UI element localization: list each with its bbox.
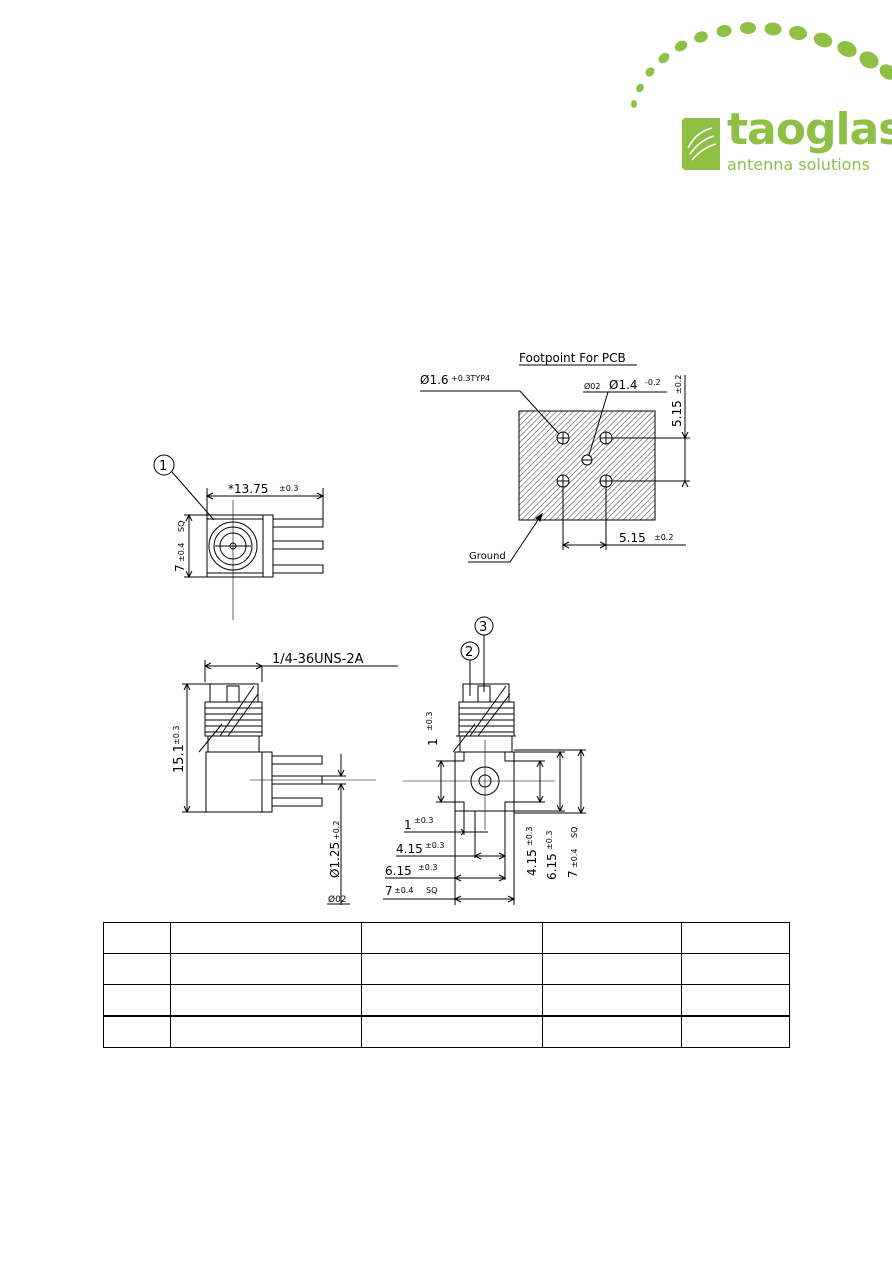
top-view: 1 *13.75 ±0.3 bbox=[153, 454, 325, 620]
front-view-v-dim-3-sq: SQ bbox=[570, 827, 579, 838]
table-cell bbox=[542, 984, 682, 1017]
side-view-pin-dia: Ø1.25 bbox=[328, 842, 342, 878]
front-view-h-dim-4-sq: SQ bbox=[426, 886, 437, 895]
side-view: 1/4-36UNS-2A bbox=[172, 652, 398, 905]
footprint-pitch-v-tol: ±0.2 bbox=[674, 375, 683, 394]
table-cell bbox=[170, 984, 362, 1017]
table-cell bbox=[103, 953, 171, 985]
side-view-thread: 1/4-36UNS-2A bbox=[272, 652, 364, 667]
table-cell bbox=[681, 1015, 790, 1048]
table-cell bbox=[170, 1015, 362, 1048]
table-cell bbox=[542, 953, 682, 985]
footprint-ground-label: Ground bbox=[469, 551, 506, 562]
front-view-offset-tol: ±0.3 bbox=[425, 712, 434, 731]
info-table bbox=[103, 922, 790, 1048]
table-row bbox=[103, 1015, 790, 1048]
table-cell bbox=[103, 984, 171, 1017]
front-view-v-dim-1: 4.15 bbox=[525, 849, 539, 876]
top-view-width-tol: ±0.4 bbox=[177, 543, 186, 562]
logo-wordmark: taoglas bbox=[727, 104, 892, 155]
top-view-width-sq: SQ bbox=[177, 521, 186, 532]
top-view-length-tol: ±0.3 bbox=[279, 484, 298, 493]
table-cell bbox=[170, 922, 362, 954]
front-view-offset: 1 bbox=[426, 738, 440, 746]
table-cell bbox=[681, 984, 790, 1017]
front-view-v-dim-3-tol: ±0.4 bbox=[570, 849, 579, 868]
footprint-hole-dia: Ø1.6 bbox=[420, 373, 449, 387]
table-cell bbox=[542, 922, 682, 954]
footprint-title: Footpoint For PCB bbox=[519, 351, 626, 365]
footprint-hole-tol: +0.3TYP4 bbox=[451, 374, 490, 383]
footprint-pitch-h: 5.15 bbox=[619, 531, 646, 545]
side-view-height: 15.1 bbox=[172, 744, 187, 773]
table-cell bbox=[361, 1015, 543, 1048]
table-row bbox=[103, 953, 790, 985]
front-view-h-dim-1: 1 bbox=[404, 818, 412, 832]
table-row bbox=[103, 922, 790, 954]
front-view-h-dim-4-tol: ±0.4 bbox=[394, 886, 413, 895]
footprint-pitch-h-tol: ±0.2 bbox=[654, 533, 673, 542]
top-view-callout: 1 bbox=[159, 459, 167, 474]
table-cell bbox=[542, 1015, 682, 1048]
front-view-v-dim-2-tol: ±0.3 bbox=[545, 831, 554, 850]
technical-drawing: Footpoint For PCB Ø1.6 +0.3TYP4 bbox=[153, 351, 690, 905]
table-cell bbox=[103, 922, 171, 954]
front-view-h-dim-3: 6.15 bbox=[385, 864, 412, 878]
footprint-pitch-v: 5.15 bbox=[670, 400, 684, 427]
front-view-h-dim-3-tol: ±0.3 bbox=[418, 863, 437, 872]
front-view-callout-3: 3 bbox=[479, 620, 487, 635]
footprint-center-ref: Ø02 bbox=[584, 381, 600, 391]
table-cell bbox=[361, 922, 543, 954]
table-cell bbox=[681, 953, 790, 985]
front-view: 2 3 bbox=[383, 616, 586, 905]
table-cell bbox=[681, 922, 790, 954]
front-view-h-dim-2: 4.15 bbox=[396, 842, 423, 856]
footprint-center-dia: Ø1.4 bbox=[609, 378, 638, 392]
table-cell bbox=[361, 984, 543, 1017]
logo-tagline: antenna solutions bbox=[727, 155, 870, 174]
front-view-callout-2: 2 bbox=[465, 645, 473, 660]
top-view-width: 7 bbox=[173, 564, 187, 572]
side-view-height-tol: ±0.3 bbox=[172, 726, 181, 745]
logo-arc-dots bbox=[631, 22, 892, 108]
footprint-center-tol: -0.2 bbox=[645, 378, 661, 387]
front-view-h-dim-2-tol: ±0.3 bbox=[425, 841, 444, 850]
table-cell bbox=[361, 953, 543, 985]
front-view-h-dim-4: 7 bbox=[385, 884, 393, 898]
side-view-pin-ref: Ø02 bbox=[328, 894, 347, 905]
logo-icon bbox=[682, 118, 720, 170]
front-view-h-dim-1-tol: ±0.3 bbox=[414, 816, 433, 825]
table-row bbox=[103, 984, 790, 1017]
table-cell bbox=[103, 1015, 171, 1048]
front-view-v-dim-1-tol: ±0.3 bbox=[525, 827, 534, 846]
table-cell bbox=[170, 953, 362, 985]
top-view-length: *13.75 bbox=[228, 482, 268, 496]
front-view-v-dim-2: 6.15 bbox=[545, 853, 559, 880]
side-view-pin-dia-tol: +0.2 bbox=[332, 821, 341, 840]
pcb-footprint: Footpoint For PCB Ø1.6 +0.3TYP4 bbox=[420, 351, 690, 563]
front-view-v-dim-3: 7 bbox=[566, 870, 580, 878]
